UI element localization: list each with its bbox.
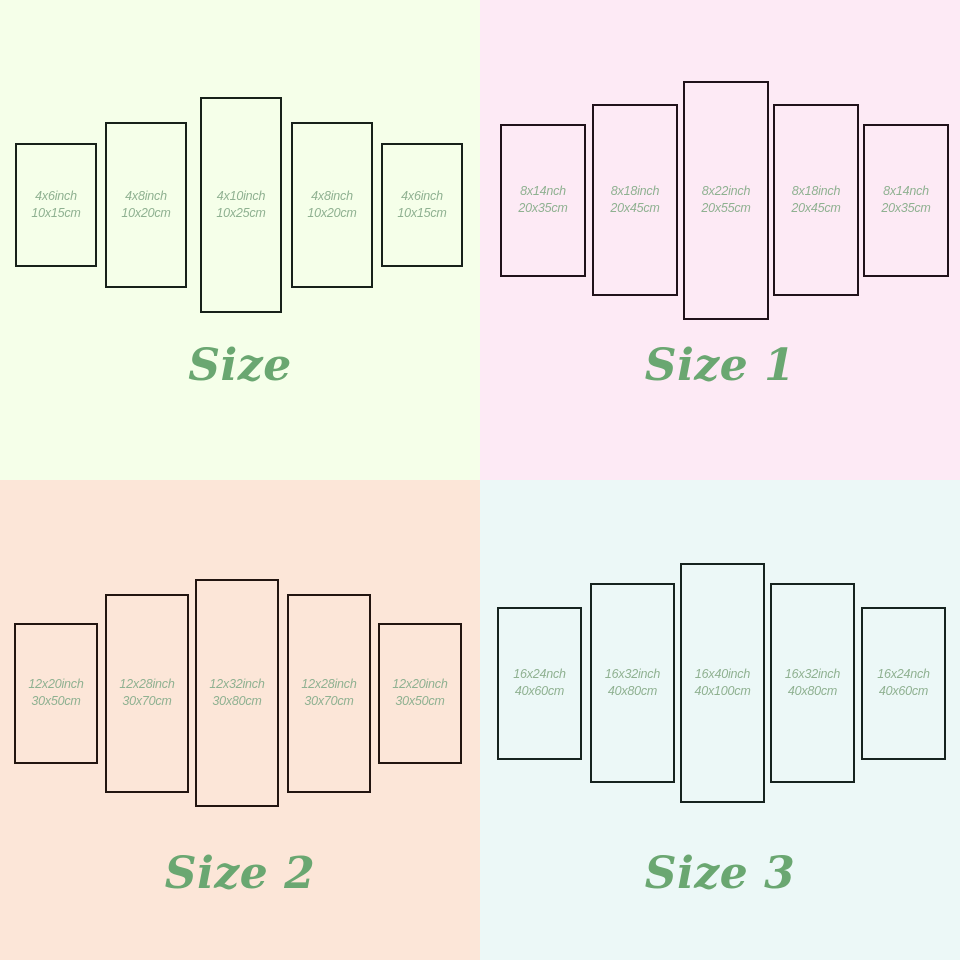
panel-size-cm: 40x80cm <box>607 684 658 698</box>
quadrant-size-0: 4x6inch 10x15cm 4x8inch 10x20cm 4x10inch 10x2… <box>0 0 480 480</box>
panel-size-cm: 10x25cm <box>216 206 266 220</box>
panel-size-cm: 40x60cm <box>514 684 565 698</box>
canvas-panel[interactable]: 12x28inch 30x70cm <box>287 593 371 793</box>
canvas-panel[interactable]: 16x24nch 40x60cm <box>497 606 582 760</box>
panel-size-inch: 4x6inch <box>35 189 77 203</box>
panel-size-inch: 8x18inch <box>791 184 841 198</box>
panel-size-cm: 40x80cm <box>787 684 838 698</box>
canvas-panel[interactable]: 8x22inch 20x55cm <box>683 80 769 320</box>
panel-size-inch: 12x20inch <box>28 677 84 691</box>
canvas-panel[interactable]: 16x32inch 40x80cm <box>770 583 855 783</box>
canvas-panel[interactable]: 12x28inch 30x70cm <box>105 593 189 793</box>
panel-size-cm: 30x50cm <box>31 694 81 708</box>
canvas-panel[interactable]: 4x10inch 10x25cm <box>200 97 282 313</box>
panel-size-inch: 8x14nch <box>883 184 929 198</box>
panel-size-inch: 4x8inch <box>311 189 353 203</box>
canvas-panel[interactable]: 4x6inch 10x15cm <box>15 143 97 267</box>
canvas-panel[interactable]: 16x40inch 40x100cm <box>680 563 765 803</box>
panel-size-inch: 8x18inch <box>610 184 660 198</box>
quadrant-size-2: 12x20inch 30x50cm 12x28inch 30x70cm 12x32inc… <box>0 480 480 960</box>
panel-size-cm: 30x80cm <box>212 694 262 708</box>
canvas-panel[interactable]: 8x14nch 20x35cm <box>500 123 586 277</box>
canvas-panel[interactable]: 12x32inch 30x80cm <box>195 579 279 807</box>
panel-size-inch: 16x40inch <box>694 667 751 681</box>
panel-size-inch: 16x32inch <box>784 667 841 681</box>
panel-size-inch: 12x28inch <box>119 677 175 691</box>
panel-size-cm: 30x50cm <box>395 694 445 708</box>
size-title-1: Size 1 <box>644 340 796 391</box>
panel-size-inch: 12x20inch <box>392 677 448 691</box>
size-title-3: Size 3 <box>644 848 796 899</box>
panel-size-cm: 30x70cm <box>304 694 354 708</box>
panel-size-cm: 10x15cm <box>31 206 81 220</box>
panel-size-inch: 4x10inch <box>216 189 266 203</box>
canvas-panel[interactable]: 12x20inch 30x50cm <box>378 622 462 764</box>
panel-size-cm: 30x70cm <box>122 694 172 708</box>
canvas-panel[interactable]: 8x14nch 20x35cm <box>863 123 949 277</box>
panel-size-cm: 40x60cm <box>878 684 929 698</box>
panel-size-cm: 10x15cm <box>397 206 447 220</box>
panel-size-cm: 10x20cm <box>121 206 171 220</box>
canvas-panel[interactable]: 4x6inch 10x15cm <box>381 143 463 267</box>
panel-size-inch: 4x8inch <box>125 189 167 203</box>
panel-size-inch: 12x28inch <box>301 677 357 691</box>
panel-size-cm: 40x100cm <box>694 684 751 698</box>
canvas-panel[interactable]: 8x18inch 20x45cm <box>592 104 678 296</box>
panel-size-inch: 16x24nch <box>513 667 566 681</box>
panel-size-inch: 4x6inch <box>401 189 443 203</box>
size-title-2: Size 2 <box>164 848 316 899</box>
panel-size-inch: 8x14nch <box>520 184 566 198</box>
panel-size-inch: 16x24nch <box>877 667 930 681</box>
size-title-0: Size <box>188 340 292 391</box>
canvas-panel[interactable]: 16x24nch 40x60cm <box>861 606 946 760</box>
canvas-panel[interactable]: 8x18inch 20x45cm <box>773 104 859 296</box>
canvas-panel[interactable]: 4x8inch 10x20cm <box>105 122 187 288</box>
panel-size-cm: 20x35cm <box>881 201 931 215</box>
panel-size-cm: 20x45cm <box>610 201 660 215</box>
panel-size-inch: 16x32inch <box>604 667 661 681</box>
panel-size-cm: 20x45cm <box>791 201 841 215</box>
canvas-panel[interactable]: 16x32inch 40x80cm <box>590 583 675 783</box>
canvas-panel[interactable]: 4x8inch 10x20cm <box>291 122 373 288</box>
panel-size-cm: 10x20cm <box>307 206 357 220</box>
quadrant-size-3: 16x24nch 40x60cm 16x32inch 40x80cm 16x40inch… <box>480 480 960 960</box>
panel-size-inch: 8x22inch <box>701 184 751 198</box>
panel-size-cm: 20x55cm <box>701 201 751 215</box>
panel-size-inch: 12x32inch <box>209 677 265 691</box>
panel-size-cm: 20x35cm <box>518 201 568 215</box>
quadrant-size-1: 8x14nch 20x35cm 8x18inch 20x45cm 8x22inch 20x… <box>480 0 960 480</box>
canvas-panel[interactable]: 12x20inch 30x50cm <box>14 622 98 764</box>
